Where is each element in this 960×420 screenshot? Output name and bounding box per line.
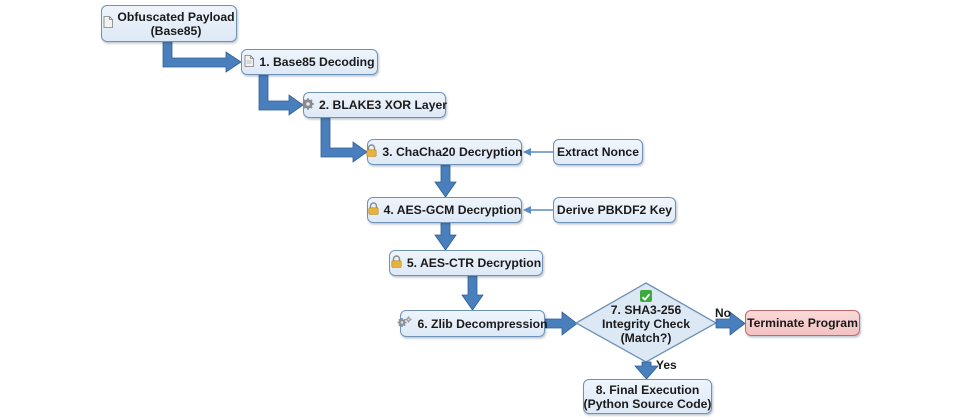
node-aes-gcm-decryption[interactable]: 4. AES-GCM Decryption: [367, 197, 522, 223]
edge-step2-to-step3: [320, 117, 368, 163]
node-label: Derive PBKDF2 Key: [556, 203, 673, 217]
node-label: Extract Nonce: [557, 145, 639, 159]
edge-step1-to-step2: [258, 74, 304, 116]
decision-integrity-check[interactable]: 7. SHA3-256 Integrity Check (Match?): [596, 289, 696, 357]
node-derive-pbkdf2-key[interactable]: Derive PBKDF2 Key: [553, 197, 676, 223]
node-label-line: Obfuscated Payload: [117, 9, 235, 24]
node-label: 2. BLAKE3 XOR Layer: [319, 98, 448, 112]
node-chacha20-decryption[interactable]: 3. ChaCha20 Decryption: [366, 139, 523, 165]
node-final-execution[interactable]: 8. Final Execution (Python Source Code): [583, 379, 712, 414]
node-label-line: (Python Source Code): [583, 396, 712, 411]
edge-label-no: No: [715, 306, 731, 320]
edge-payload-to-step1: [162, 41, 242, 73]
node-label: Terminate Program: [747, 316, 858, 330]
node-label: 5. AES-CTR Decryption: [406, 256, 542, 270]
node-label: 3. ChaCha20 Decryption: [382, 145, 523, 159]
edge-label-yes: Yes: [656, 358, 677, 372]
decision-label-line: (Match?): [620, 331, 672, 345]
padlock-icon: [366, 144, 377, 160]
node-obfuscated-payload[interactable]: Obfuscated Payload (Base85): [101, 5, 237, 42]
node-extract-nonce[interactable]: Extract Nonce: [553, 139, 643, 165]
padlock-icon: [391, 255, 402, 271]
decision-label-line: Integrity Check: [601, 317, 691, 331]
node-zlib-decompression[interactable]: 6. Zlib Decompression: [397, 310, 548, 337]
edge-step4-to-step5: [434, 222, 457, 251]
edge-step5-to-step6: [461, 275, 484, 311]
document-icon: [244, 54, 255, 70]
node-label: 4. AES-GCM Decryption: [383, 203, 522, 217]
gear-icon: [302, 97, 314, 113]
node-base85-decoding[interactable]: 1. Base85 Decoding: [241, 49, 378, 75]
node-label-line: (Base85): [150, 23, 202, 38]
node-label: 6. Zlib Decompression: [417, 316, 548, 331]
check-icon: [640, 290, 652, 302]
gears-icon: [397, 316, 413, 331]
node-blake3-xor[interactable]: 2. BLAKE3 XOR Layer: [302, 92, 448, 118]
document-icon: [103, 16, 114, 31]
padlock-icon: [368, 202, 379, 218]
edge-step3-to-step4: [434, 164, 457, 198]
node-label: 1. Base85 Decoding: [259, 55, 375, 69]
node-terminate-program[interactable]: Terminate Program: [745, 310, 860, 336]
edge-step6-to-step7: [544, 311, 578, 336]
decision-label-line: 7. SHA3-256: [610, 303, 682, 317]
node-label-line: 8. Final Execution: [595, 382, 700, 397]
edge-step7-to-terminate: [715, 311, 746, 336]
edge-step7-to-step8: [634, 361, 659, 380]
node-aes-ctr-decryption[interactable]: 5. AES-CTR Decryption: [389, 250, 543, 276]
